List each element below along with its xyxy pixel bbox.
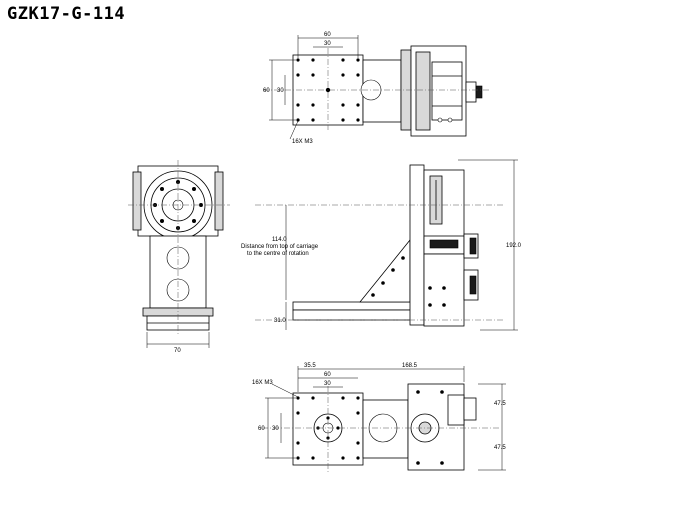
top-view-motor-block (431, 61, 463, 121)
top-view-hole-pattern (296, 58, 360, 122)
bottom-view-dim-60-vertical: 60 (258, 426, 265, 432)
top-view: 60 30 60 30 16X M3 (263, 32, 490, 145)
top-view-housing-rib (415, 51, 431, 131)
side-view-note-line2: to the centre of rotation (247, 251, 309, 257)
bottom-view-hole-pattern (296, 396, 360, 460)
top-view-dim-30-horizontal: 30 (324, 41, 331, 47)
side-view-note-line1: Distance from top of carriage (241, 244, 319, 250)
bottom-view-dim-35-5: 35.5 (304, 363, 316, 369)
bottom-view-dim-168-5: 168.5 (402, 363, 418, 369)
bottom-view-dim-47-5-upper: 47.5 (494, 401, 506, 407)
side-view-carriage (292, 309, 424, 321)
bottom-view-dim-30-horizontal: 30 (324, 381, 331, 387)
side-view-base-plate (292, 301, 424, 311)
top-view-connector-tip (475, 85, 483, 99)
side-view-gusset (359, 238, 411, 303)
side-view-vertical-plate (409, 164, 425, 326)
front-view: 70 (128, 160, 230, 354)
bottom-view-dim-47-5-lower: 47.5 (494, 445, 506, 451)
top-view-connector (465, 81, 477, 103)
top-view-holes-note: 16X M3 (292, 139, 313, 145)
bottom-view: 35.5 168.5 60 30 60 30 16X M3 47.5 47.5 (252, 363, 506, 472)
bottom-view-connector (463, 397, 477, 421)
top-view-dim-60-horizontal: 60 (324, 32, 331, 38)
front-view-dim-width: 70 (174, 348, 181, 354)
side-view: 114.0 Distance from top of carriage to t… (241, 159, 522, 331)
side-view-dim-192: 192.0 (506, 243, 522, 249)
top-view-dim-60-vertical: 60 (263, 88, 270, 94)
drawing-title: GZK17-G-114 (7, 4, 126, 24)
bottom-view-dim-30-vertical: 30 (272, 426, 279, 432)
bottom-view-holes-note: 16X M3 (252, 380, 273, 386)
front-view-hole-upper (166, 246, 190, 270)
top-view-dim-30-vertical: 30 (277, 88, 284, 94)
bottom-view-dim-60-horizontal: 60 (324, 372, 331, 378)
side-view-dim-31: 31.0 (274, 318, 286, 324)
side-view-dim-114: 114.0 (272, 237, 287, 243)
side-view-motor (423, 253, 465, 327)
